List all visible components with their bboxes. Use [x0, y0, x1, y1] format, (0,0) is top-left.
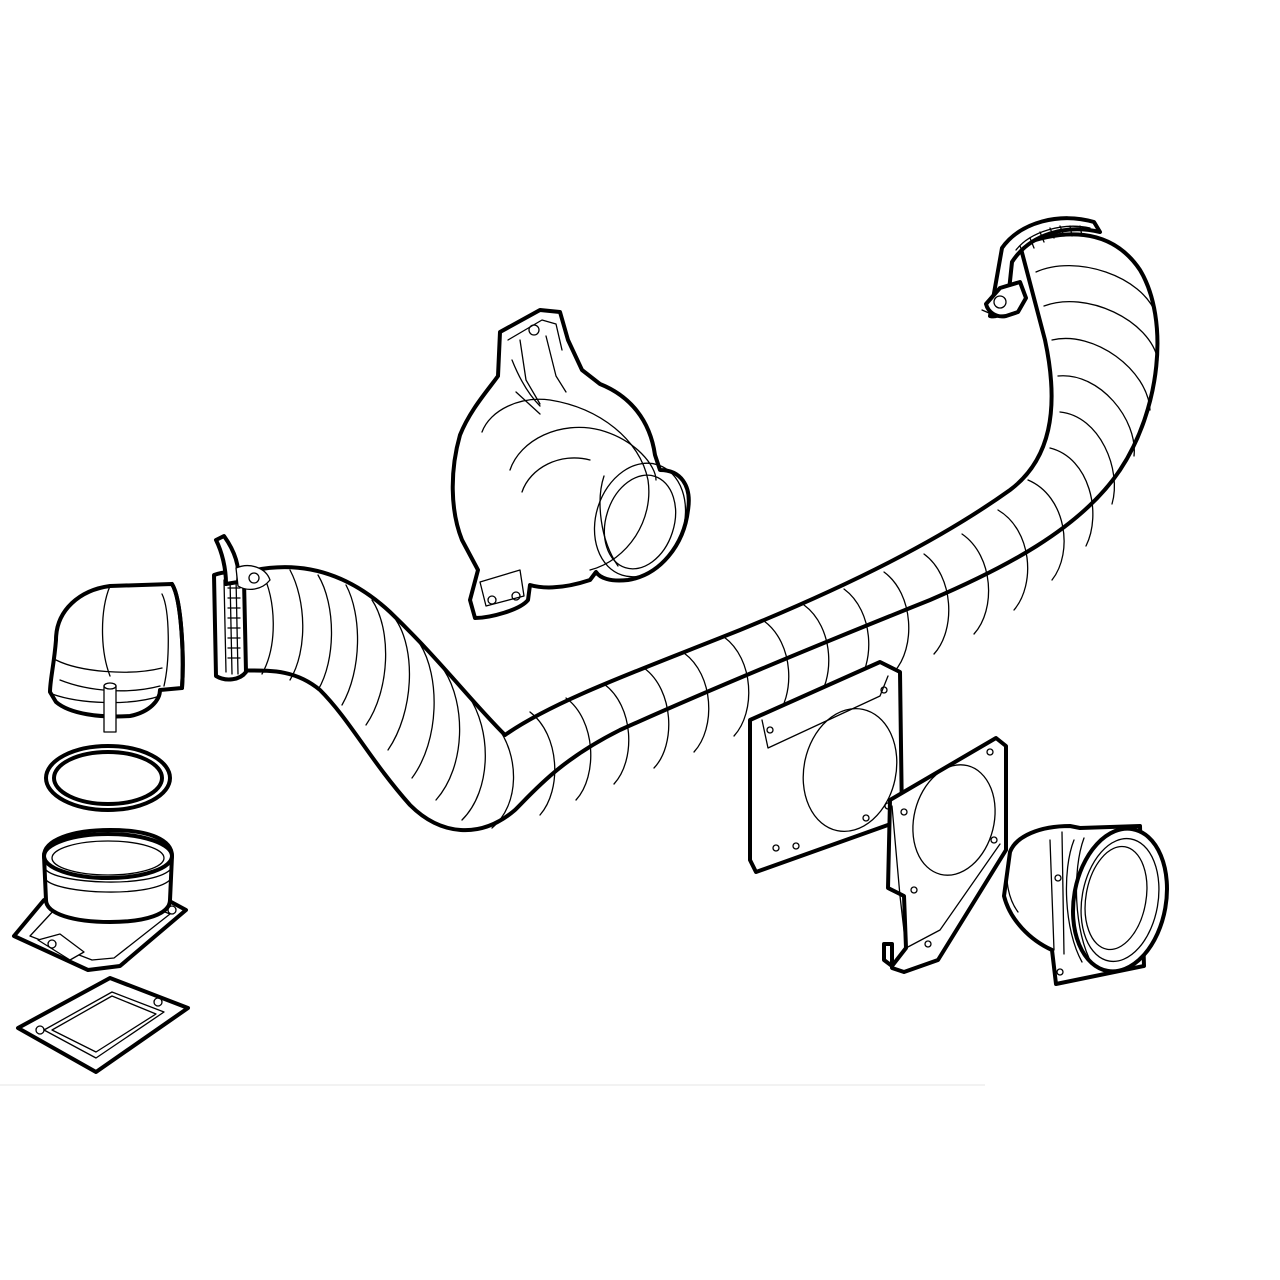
- gasket: [16, 976, 190, 1074]
- mounting-plate: [748, 660, 904, 874]
- bracket-plate: [882, 736, 1008, 974]
- collar-adapter: [12, 828, 188, 972]
- o-ring: [44, 744, 172, 812]
- elbow: [48, 582, 185, 733]
- hose-clamp-left: [212, 534, 271, 682]
- wall-outlet-housing: [450, 308, 691, 620]
- hose-clamp-right: [981, 216, 1102, 319]
- flange-connector: [1002, 824, 1169, 986]
- flexible-duct: [226, 232, 1160, 832]
